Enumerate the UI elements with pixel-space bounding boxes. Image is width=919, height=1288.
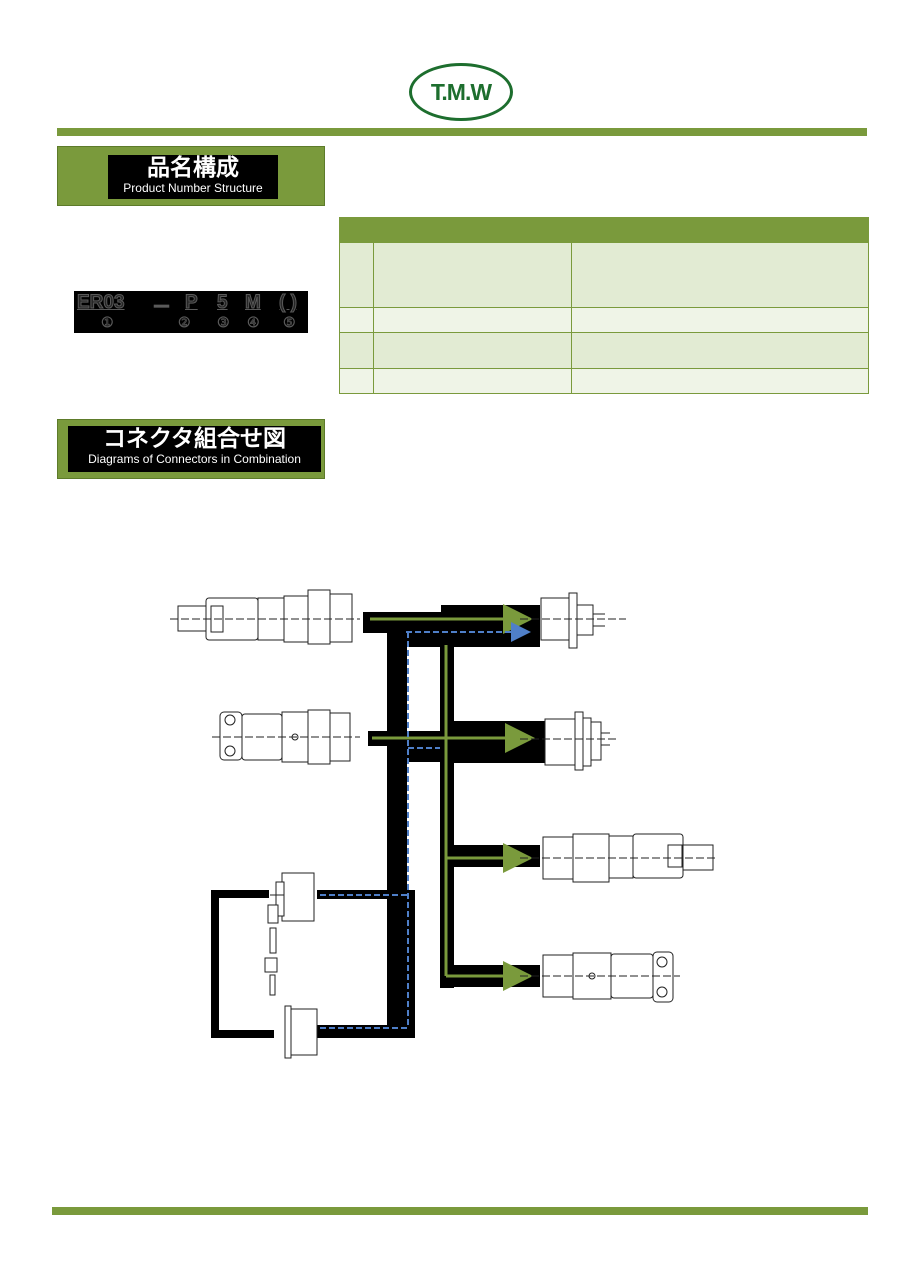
section-title-jp: 品名構成 (147, 155, 239, 181)
section-title-en: Diagrams of Connectors in Combination (88, 452, 301, 466)
table-header-row (339, 217, 869, 243)
part-code-series: ER03 (77, 292, 126, 314)
receptacle-connector-icon (520, 592, 626, 649)
marker-3: ③ (217, 314, 230, 331)
marker-5: ⑤ (283, 314, 296, 331)
cell-no (339, 368, 374, 394)
bottom-divider (52, 1207, 868, 1215)
cell-item (373, 242, 572, 308)
part-code-variant: M (245, 292, 262, 314)
part-code-dash: － (151, 297, 172, 319)
part-number-structure: ER03 － P 5 M ( ) ① ② ③ ④ ⑤ (74, 291, 308, 333)
cell-desc (571, 368, 869, 394)
table-row (339, 368, 869, 394)
cell-desc (571, 332, 869, 369)
top-divider (57, 128, 867, 136)
part-code-option: ( ) (279, 292, 298, 314)
part-code-type: P (185, 292, 199, 314)
section-title-jp: コネクタ組合せ図 (102, 426, 287, 452)
inline-plug-connector-icon (520, 833, 718, 883)
cell-no (339, 242, 374, 308)
cell-desc (571, 307, 869, 333)
section-header-product-number: 品名構成 Product Number Structure (57, 146, 325, 206)
table-row (339, 332, 869, 369)
cell-desc (571, 242, 869, 308)
logo-text: T.M.W (430, 78, 492, 105)
part-code-size: 5 (217, 292, 229, 314)
section-title-en: Product Number Structure (123, 181, 263, 195)
spec-table (339, 217, 869, 394)
cable-assembly-parts-icon (264, 872, 318, 1059)
cell-item (373, 368, 572, 394)
marker-4: ④ (247, 314, 260, 331)
connection-lines (211, 605, 545, 1038)
cell-no (339, 332, 374, 369)
marker-2: ② (178, 314, 191, 331)
marker-1: ① (101, 314, 114, 331)
cell-item (373, 332, 572, 369)
company-logo: T.M.W (409, 63, 513, 121)
section-header-combination: コネクタ組合せ図 Diagrams of Connectors in Combi… (57, 419, 325, 479)
panel-receptacle-connector-icon (520, 711, 618, 771)
table-row (339, 307, 869, 333)
flange-plug-connector-icon (212, 709, 360, 765)
flange-inline-plug-connector-icon (520, 951, 680, 1003)
plug-connector-icon (170, 589, 360, 645)
table-row (339, 242, 869, 308)
